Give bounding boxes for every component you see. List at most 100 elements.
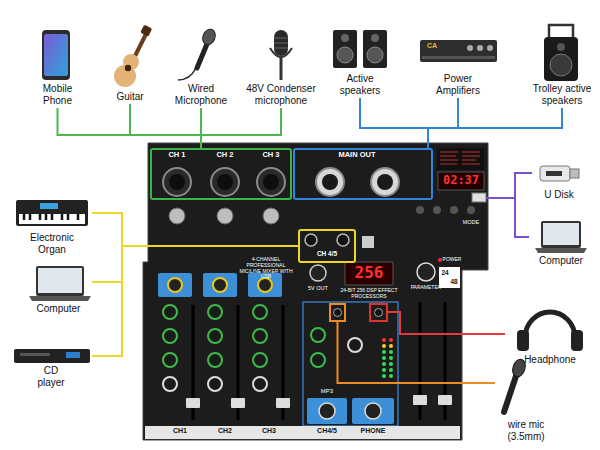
usb-port — [472, 193, 486, 202]
device-label: Guitar — [106, 91, 154, 103]
cable-line — [360, 98, 428, 148]
effects-region — [303, 302, 398, 426]
mic-jack — [334, 309, 342, 317]
eq-knob — [163, 377, 177, 391]
line-input-panel: CH 4/5 — [298, 229, 356, 263]
volume-knob — [310, 265, 326, 281]
panel-label: 02:37 — [443, 174, 479, 188]
effect-knob — [348, 338, 362, 352]
device-label: Computer — [28, 303, 90, 315]
amplifier-body — [420, 40, 497, 62]
fx-knob — [168, 278, 182, 292]
mixer-node: 4-CHANNEL PROFESSIONAL MIC/LINE MIXER WI… — [143, 143, 490, 440]
fx-panel — [203, 273, 237, 297]
eq-knob — [208, 353, 222, 367]
amplifier-knob — [487, 45, 493, 51]
phone-body — [42, 30, 70, 80]
panel-label: PARAMETER — [411, 285, 442, 291]
xlr-jack — [163, 168, 191, 196]
fader-cap — [231, 398, 245, 408]
cable-line — [428, 98, 458, 148]
panel-label: 24 — [441, 269, 448, 276]
meter-led — [382, 368, 386, 372]
xlr-socket — [217, 174, 233, 190]
gain-knob — [169, 208, 185, 224]
panel-label: CH1 — [173, 427, 187, 435]
panel-label: CH3 — [262, 427, 276, 435]
panel-label: CH 1 — [168, 151, 185, 160]
device-node: Electronic Organ — [12, 193, 92, 257]
gain-knob — [217, 208, 233, 224]
guitar-body — [114, 65, 136, 87]
fx-knob — [213, 278, 227, 292]
panel-label: 48 — [450, 278, 457, 285]
panel-label: CH 4/5 — [317, 250, 337, 257]
mic-handle — [504, 376, 516, 412]
fader-cap — [438, 395, 452, 405]
amplifier-knob — [477, 45, 483, 51]
guitar-hole — [125, 65, 131, 71]
device-label: Headphone — [510, 354, 590, 366]
device-node: Active speakers — [328, 26, 392, 98]
meter-led — [389, 350, 393, 354]
fx-knob — [258, 278, 272, 292]
panel-label: MODE — [463, 219, 480, 225]
device-node: Computer — [25, 264, 92, 316]
cable-line — [490, 333, 505, 335]
mp3-button — [433, 206, 441, 214]
meter-led — [389, 344, 393, 348]
panel-label: PHONE — [361, 427, 386, 435]
brand-logo: CA — [427, 42, 437, 50]
panel-label: CH2 — [218, 427, 232, 435]
meter-led — [382, 344, 386, 348]
mic-cable — [178, 68, 196, 80]
panel-label: 256 — [355, 264, 384, 282]
cable-line — [490, 198, 529, 237]
headphone-cup — [517, 330, 529, 351]
keyboard-body — [16, 200, 88, 226]
device-node: Trolley active speakers — [527, 22, 597, 108]
cd-player-body — [14, 349, 90, 363]
speaker-tweeter — [341, 34, 349, 42]
power-led — [438, 258, 442, 262]
panel-label: 24-BIT 256 DSP EFFECT PROCESSORS — [339, 288, 399, 300]
eq-knob — [208, 305, 222, 319]
eq-knob — [253, 353, 267, 367]
mic-handle — [197, 44, 207, 68]
device-node: Computer — [529, 218, 593, 268]
panel-label: MP3 — [321, 388, 333, 395]
device-node: Wired Microphone — [168, 26, 234, 108]
device-label: Mobile Phone — [33, 83, 83, 107]
eq-knob — [163, 353, 177, 367]
meter-led — [382, 356, 386, 360]
line-jack — [305, 234, 317, 246]
level-knob — [319, 403, 335, 419]
effect-display — [345, 262, 393, 285]
level-knob — [365, 403, 381, 419]
eq-knob — [163, 329, 177, 343]
laptop-base — [29, 296, 91, 301]
laptop-screen — [38, 268, 82, 293]
eq-knob — [208, 377, 222, 391]
mic-stand — [280, 57, 283, 80]
xlr-jack — [211, 168, 239, 196]
trolley-woofer — [550, 54, 572, 76]
condenser-capsule — [274, 30, 288, 56]
trolley-tweeter — [557, 43, 565, 51]
mic-lead — [338, 321, 491, 383]
meter-led — [382, 338, 386, 342]
xlr-socket — [377, 174, 393, 190]
meter-led — [382, 374, 386, 378]
cable-line — [490, 382, 495, 384]
fader-cap — [186, 398, 200, 408]
laptop-lid — [36, 266, 84, 296]
mixer-housing — [143, 143, 488, 440]
cable-line — [130, 104, 201, 148]
level-panel — [352, 398, 394, 424]
trolley-handle — [549, 25, 573, 38]
mp3-menu-lines — [440, 152, 480, 164]
meter-led — [389, 356, 393, 360]
